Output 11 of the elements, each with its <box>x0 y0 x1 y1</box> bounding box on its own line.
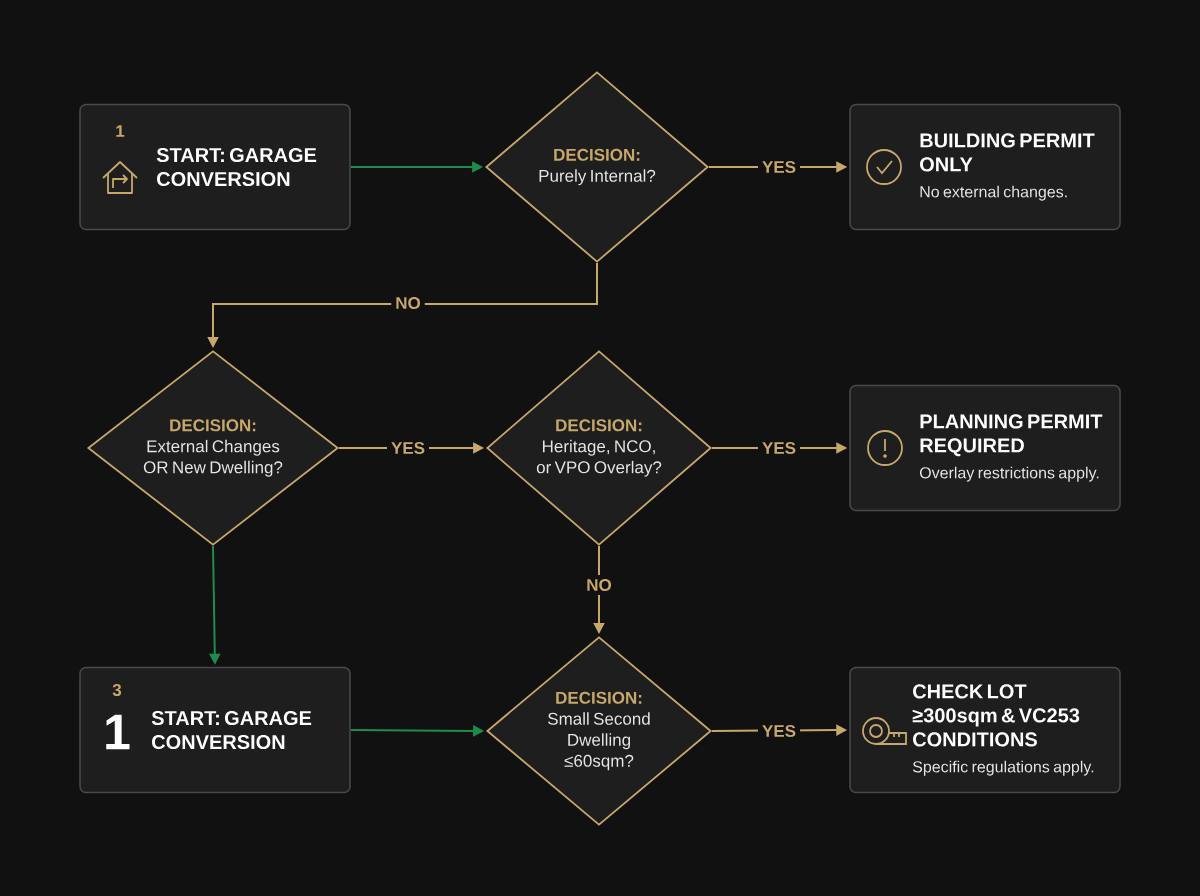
edge-label: YES <box>758 721 800 741</box>
edge-label: YES <box>758 438 800 458</box>
edge-label: YES <box>387 438 429 458</box>
result-box: PLANNING PERMIT REQUIRED Overlay restrictions apply. <box>849 384 1121 512</box>
result-box: BUILDING PERMIT ONLY No external changes. <box>849 103 1121 231</box>
edge-label: YES <box>758 157 800 177</box>
edge-label: NO <box>391 293 425 313</box>
result-box: CHECK LOT ≥300sqm & VC253 CONDITIONS Specific regulations apply. <box>849 666 1121 794</box>
result-box: 3 1 START: GARAGE CONVERSION <box>79 666 351 794</box>
result-box: 1 START: GARAGE CONVERSION <box>79 103 351 231</box>
edge-label: NO <box>582 575 616 595</box>
